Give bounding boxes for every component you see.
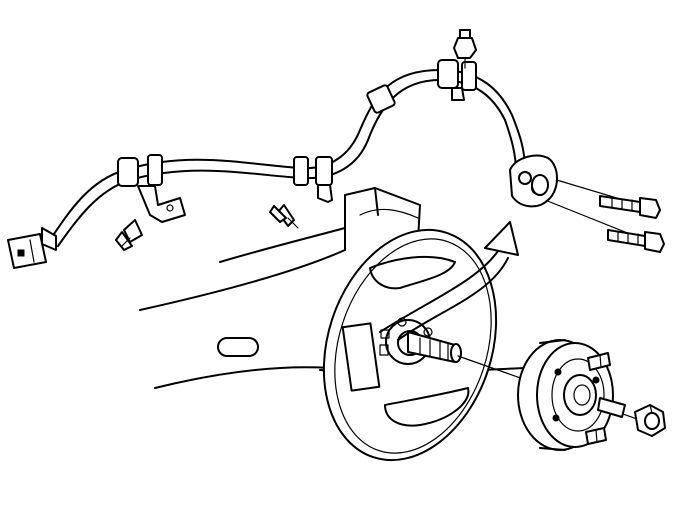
harness-grommet xyxy=(117,157,139,187)
wheel-speed-sensor-harness xyxy=(49,59,526,247)
harness-connector xyxy=(7,227,57,269)
bracket-bolt xyxy=(269,204,299,229)
harness-mounting-bracket xyxy=(451,87,465,101)
sensor-mounting-bolt xyxy=(599,195,661,219)
rear-axle-beam xyxy=(139,187,526,389)
harness-grommet xyxy=(437,59,459,89)
wheel-speed-sensor xyxy=(509,154,558,208)
wheel-stud xyxy=(585,352,626,445)
sensor-mounting-bolt xyxy=(607,229,665,253)
harness-grommet xyxy=(147,154,163,186)
bracket-bolt xyxy=(453,29,477,69)
removal-direction-arrow xyxy=(379,221,519,341)
spindle-nut xyxy=(634,404,666,437)
harness-grommet xyxy=(315,156,333,186)
harness-grommet xyxy=(366,84,396,114)
axle-spindle xyxy=(407,331,462,363)
harness-grommet xyxy=(461,61,477,91)
harness-grommet xyxy=(293,156,309,186)
harness-mounting-bracket xyxy=(137,184,333,223)
axle-slot xyxy=(217,337,259,357)
bracket-bolt xyxy=(115,219,143,251)
